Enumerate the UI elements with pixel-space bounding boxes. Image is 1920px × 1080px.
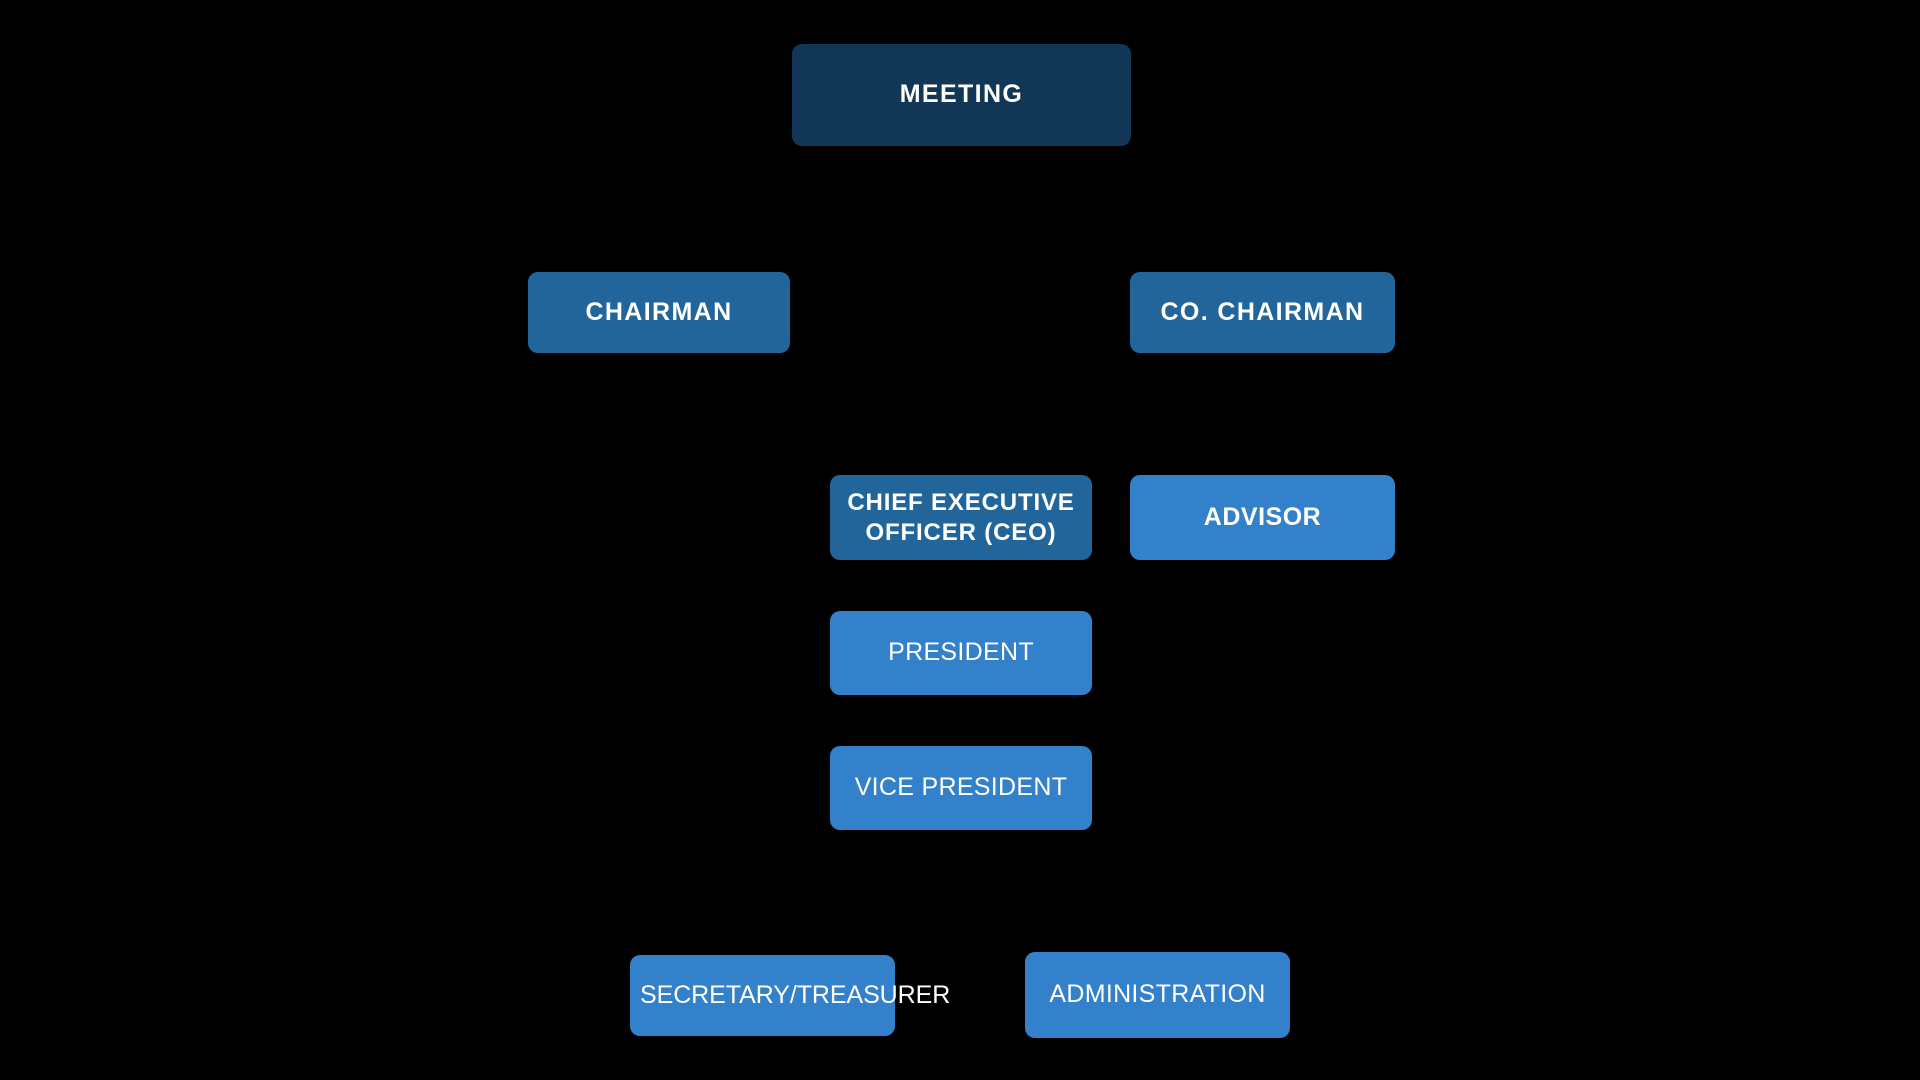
org-node-president[interactable]: PRESIDENT [830,611,1092,695]
org-node-ceo-label-line1: CHIEF EXECUTIVE [847,488,1075,516]
org-node-meeting[interactable]: MEETING [792,44,1131,146]
org-node-vice-president-label: VICE PRESIDENT [854,773,1068,802]
org-node-secretary-treasurer[interactable]: SECRETARY/TREASURER [630,955,951,1036]
org-node-co-chairman[interactable]: CO. CHAIRMAN [1130,272,1395,353]
org-node-president-label: PRESIDENT [888,638,1034,667]
org-node-meeting-label: MEETING [899,80,1024,109]
org-node-vice-president[interactable]: VICE PRESIDENT [830,746,1092,830]
org-node-chairman-label: CHAIRMAN [585,297,733,326]
org-node-advisor[interactable]: ADVISOR [1130,475,1395,560]
org-node-administration[interactable]: ADMINISTRATION [1025,952,1290,1038]
org-node-chairman[interactable]: CHAIRMAN [528,272,790,353]
org-node-ceo-label: CHIEF EXECUTIVE OFFICER (CEO) [840,488,1082,548]
org-node-chief-executive-officer[interactable]: CHIEF EXECUTIVE OFFICER (CEO) [830,475,1092,560]
org-node-administration-label: ADMINISTRATION [1049,980,1266,1009]
org-node-advisor-label: ADVISOR [1203,502,1322,531]
org-node-ceo-label-line2: OFFICER (CEO) [865,518,1057,546]
org-node-secretary-treasurer-label: SECRETARY/TREASURER [640,980,951,1009]
org-node-co-chairman-label: CO. CHAIRMAN [1160,297,1365,326]
